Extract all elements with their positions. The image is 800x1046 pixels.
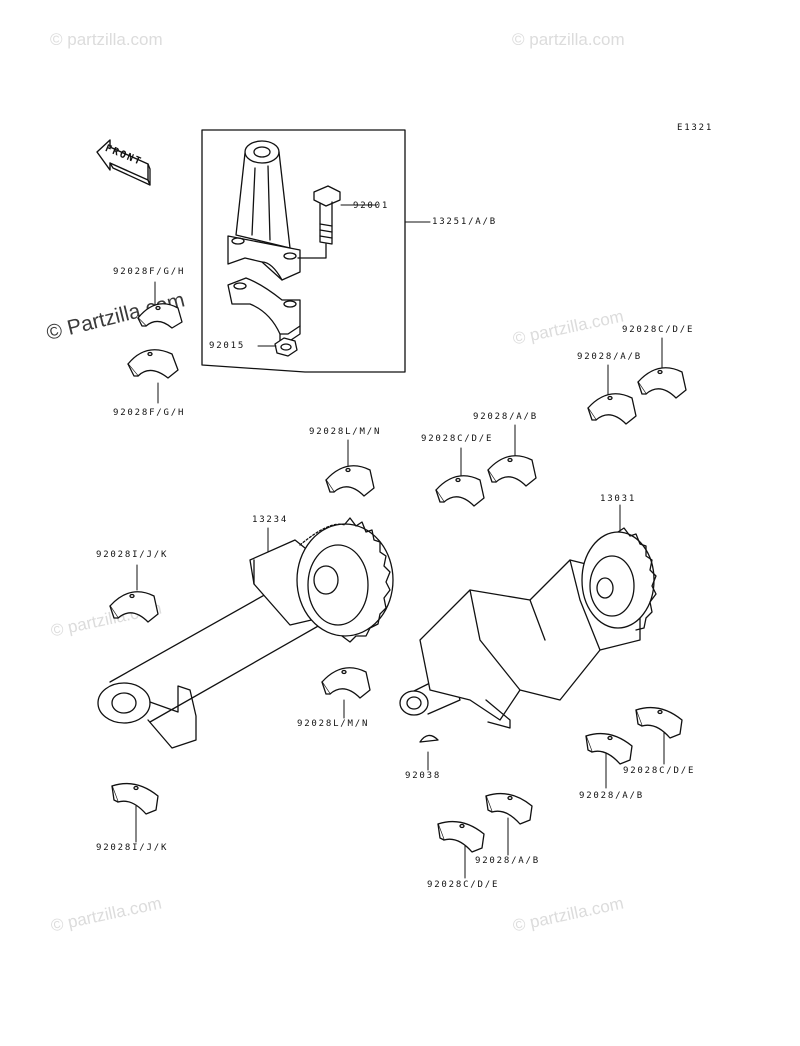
- part-label-92028ab-r1: 92028/A/B: [577, 352, 642, 362]
- bearing-shell: [587, 393, 637, 425]
- crankshaft: [399, 527, 657, 729]
- bearing-shell: [635, 706, 683, 739]
- bearing-shells: [109, 303, 687, 853]
- bearing-shell: [487, 455, 537, 487]
- nut: [274, 337, 298, 357]
- part-label-92028cde-r2: 92028C/D/E: [421, 434, 494, 444]
- part-label-92001: 92001: [353, 201, 390, 211]
- part-label-92015: 92015: [209, 341, 246, 351]
- bearing-shell: [435, 475, 485, 507]
- bearing-shell: [637, 367, 687, 399]
- part-label-92038: 92038: [405, 771, 442, 781]
- part-label-13031: 13031: [600, 494, 637, 504]
- balancer-shaft: [97, 517, 394, 749]
- watermark: © partzilla.com: [512, 30, 625, 49]
- woodruff-key: [419, 734, 439, 743]
- part-label-92028lmn-top: 92028L/M/N: [309, 427, 382, 437]
- part-label-13234: 13234: [252, 515, 289, 525]
- diagram-code: E1321: [677, 123, 714, 133]
- connecting-rod: [227, 140, 301, 281]
- bolt: [297, 185, 341, 259]
- part-label-92028ijk-bot: 92028I/J/K: [96, 843, 169, 853]
- part-label-92028cde-r4: 92028C/D/E: [427, 880, 500, 890]
- part-label-92028ab-r2: 92028/A/B: [473, 412, 538, 422]
- bearing-shell: [321, 667, 371, 699]
- leader-lines: [135, 204, 665, 879]
- watermark: © partzilla.com: [50, 30, 163, 49]
- part-label-92028ab-r3: 92028/A/B: [579, 791, 644, 801]
- bearing-shell: [325, 465, 375, 497]
- part-label-13251: 13251/A/B: [432, 217, 497, 227]
- bearing-shell: [485, 792, 533, 825]
- part-label-92028ijk-top: 92028I/J/K: [96, 550, 169, 560]
- bearing-shell: [437, 820, 485, 853]
- front-arrow-icon: [96, 139, 151, 186]
- bearing-shell: [109, 591, 159, 623]
- bearing-shell: [585, 732, 633, 765]
- part-label-92028cde-r1: 92028C/D/E: [622, 325, 695, 335]
- part-label-92028fgh-bot: 92028F/G/H: [113, 408, 186, 418]
- part-label-92028ab-r4: 92028/A/B: [475, 856, 540, 866]
- bearing-shell: [137, 303, 183, 329]
- part-label-92028cde-r3: 92028C/D/E: [623, 766, 696, 776]
- bearing-shell: [127, 349, 179, 379]
- rod-cap: [227, 277, 301, 343]
- part-label-92028lmn-bot: 92028L/M/N: [297, 719, 370, 729]
- bearing-shell: [111, 782, 159, 815]
- part-label-92028fgh-top: 92028F/G/H: [113, 267, 186, 277]
- conrod-kit-box: [201, 129, 406, 373]
